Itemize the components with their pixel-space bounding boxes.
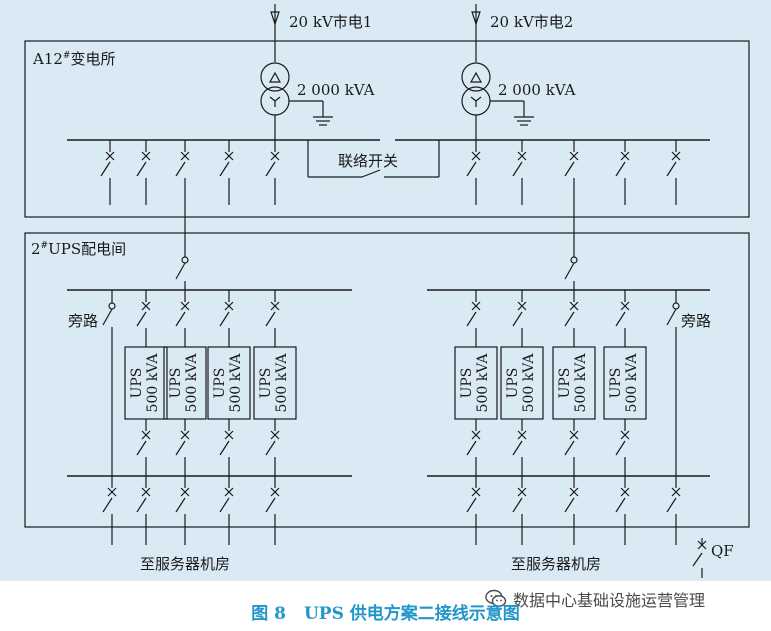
ups-module-right-4-rating: 500 kVA [624, 353, 640, 413]
substation-feeder-left-2 [136, 140, 151, 205]
ups-module-left-4-input-breaker [265, 290, 280, 347]
ups-room-incomer-left [175, 244, 189, 290]
output-feeder-right-5 [666, 476, 681, 545]
ups-module-right-4-label: UPS [608, 368, 624, 399]
ups-module-left-3-input-breaker [219, 290, 234, 347]
ups-module-right-2-label: UPS [505, 368, 521, 399]
qf-label: QF [711, 542, 734, 560]
ups-module-right-4-output-breaker [615, 419, 630, 476]
ups-module-left-2-rating: 500 kVA [184, 353, 200, 413]
tie-switch-label: 联络开关 [338, 152, 398, 170]
to-server-right-label: 至服务器机房 [511, 555, 601, 573]
transformer-2-rating: 2 000 kVA [498, 81, 576, 99]
output-feeder-left-1 [102, 476, 117, 545]
ups-module-left-3-rating: 500 kVA [228, 353, 244, 413]
ups-module-left-2-input-breaker [175, 290, 190, 347]
ups-room-box [24, 232, 750, 528]
output-feeder-left-2 [136, 476, 151, 545]
ups-module-left-3-label: UPS [212, 368, 228, 399]
transformer-1-rating: 2 000 kVA [297, 81, 375, 99]
ups-module-left-2-output-breaker [175, 419, 190, 476]
ups-module-right-3-input-breaker [564, 290, 579, 347]
output-feeder-right-2 [512, 476, 527, 545]
ups-module-left-4-label: UPS [258, 368, 274, 399]
ups-module-right-4-input-breaker [615, 290, 630, 347]
ups-module-right-2-rating: 500 kVA [521, 353, 537, 413]
transformer-1 [260, 62, 333, 140]
ups-module-left-2-label: UPS [168, 368, 184, 399]
bypass-isolator-left [102, 290, 116, 476]
figure-number: 图 8 [251, 604, 286, 624]
figure-caption: 图 8 UPS 供电方案二接线示意图 [0, 599, 771, 631]
output-feeder-right-1 [466, 476, 481, 545]
ups-module-left-4-rating: 500 kVA [274, 353, 290, 413]
ups-module-right-1-output-breaker [466, 419, 481, 476]
ups-module-right-3-output-breaker [564, 419, 579, 476]
qf-breaker [692, 538, 707, 578]
watermark: 数据中心基础设施运营管理 [485, 588, 705, 610]
ups-module-right-3-rating: 500 kVA [573, 353, 589, 413]
ups-room-incomer-right [564, 244, 578, 290]
substation-feeder-left-4 [219, 140, 234, 205]
tie-switch [307, 140, 440, 178]
ups-module-left-4-output-breaker [265, 419, 280, 476]
transformer-2 [461, 62, 534, 140]
output-feeder-right-3 [564, 476, 579, 545]
substation-feeder-left-1 [100, 140, 115, 205]
ups-module-left-1-rating: 500 kVA [145, 353, 161, 413]
ups-module-right-1-input-breaker [466, 290, 481, 347]
substation-feeder-right-4 [615, 140, 630, 205]
utility-2-label: 20 kV市电2 [490, 13, 573, 31]
wechat-icon [485, 589, 507, 607]
substation-feeder-right-3 [564, 140, 579, 205]
ups-module-left-1-output-breaker [136, 419, 151, 476]
ups-module-left-1-label: UPS [129, 368, 145, 399]
bypass-isolator-right [666, 290, 680, 476]
output-feeder-left-5 [265, 476, 280, 545]
ups-room-label: 2#UPS配电间 [31, 240, 126, 258]
substation-feeder-right-1 [466, 140, 481, 205]
substation-feeder-right-5 [666, 140, 681, 205]
ups-module-left-1-input-breaker [136, 290, 151, 347]
ups-module-right-2-input-breaker [512, 290, 527, 347]
ups-module-right-2-output-breaker [512, 419, 527, 476]
output-feeder-left-3 [175, 476, 190, 545]
ups-module-left-3-output-breaker [219, 419, 234, 476]
substation-box [24, 40, 750, 218]
watermark-text: 数据中心基础设施运营管理 [513, 591, 706, 610]
output-feeder-right-4 [615, 476, 630, 545]
substation-feeder-left-5 [265, 140, 280, 205]
ups-module-right-1-rating: 500 kVA [475, 353, 491, 413]
bypass-right-label: 旁路 [681, 312, 711, 330]
substation-label: A12#变电所 [32, 50, 115, 68]
to-server-left-label: 至服务器机房 [140, 555, 230, 573]
substation-feeder-left-3 [175, 140, 190, 205]
utility-1-label: 20 kV市电1 [289, 13, 372, 31]
output-feeder-left-4 [219, 476, 234, 545]
ups-module-right-3-label: UPS [557, 368, 573, 399]
ups-module-right-1-label: UPS [459, 368, 475, 399]
bypass-left-label: 旁路 [68, 312, 98, 330]
figure-title: UPS 供电方案二接线示意图 [303, 604, 520, 624]
wiring-diagram: 20 kV市电1 20 kV市电2 A12#变电所 2 000 kVA [24, 4, 750, 578]
substation-feeder-right-2 [512, 140, 527, 205]
